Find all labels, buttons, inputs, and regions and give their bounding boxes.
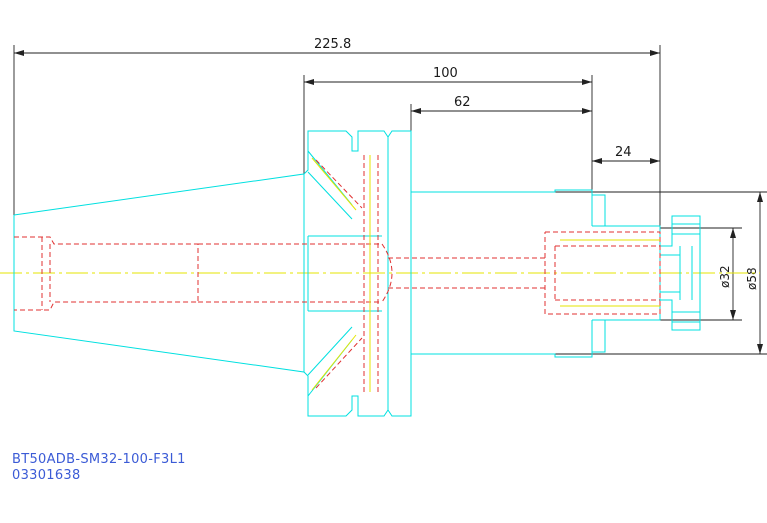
order-number-label: 03301638 [12,468,81,483]
dim-diameter-58: ø58 [745,267,759,290]
part-number-label: BT50ADB-SM32-100-F3L1 [12,452,186,467]
dim-diameter-32: ø32 [718,265,732,288]
groove-insert-lines [311,155,660,392]
dim-overall-length: 225.8 [314,37,351,52]
hidden-lines [14,155,661,392]
dimension-arrows [14,50,763,354]
dim-length-24: 24 [615,145,632,160]
dim-length-100: 100 [433,66,458,81]
dim-length-62: 62 [454,95,471,110]
